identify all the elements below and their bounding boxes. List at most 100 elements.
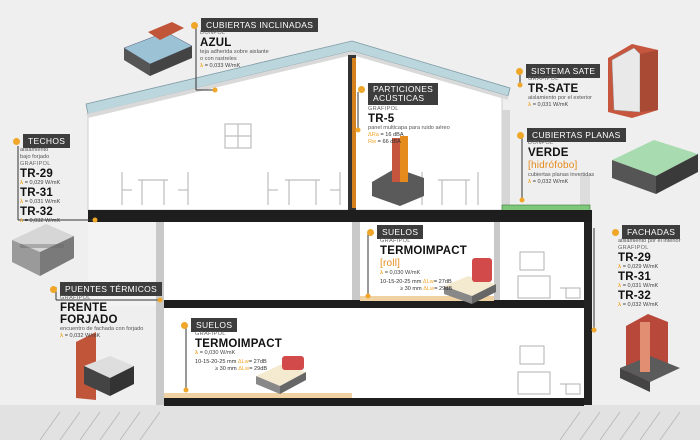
label-cubiertas-planas: CUBIERTAS PLANAS [517,128,626,142]
brand: DONPOL [200,30,226,36]
block-azul: DONPOL AZUL teja adherida sobre aislante… [200,30,288,70]
terrace-parapet [580,175,590,210]
bullet-icon [612,228,619,236]
product-name: TR-32 [20,206,53,218]
block-techos: aislamiento bajo forjado GRAFIPOL TR-29 … [20,147,100,225]
description: teja adherida sobre aislante [200,49,269,55]
tag-puentes-termicos: PUENTES TÉRMICOS [60,282,163,296]
acoustic-value: = 27dB [433,279,452,285]
bullet-icon [13,137,20,145]
roof-underside [86,51,508,118]
lambda-value: = 0,032 W/mK [24,218,61,224]
label-suelos-lower: SUELOS [181,318,238,332]
label-suelos-upper: SUELOS [367,225,424,239]
lambda-value: = 0,031 W/mK [532,102,569,108]
lambda-value: = 0,029 W/mK [622,264,659,270]
thumb-tr5 [372,136,424,206]
facade-wall-right [584,222,592,405]
product-name: TR-29 [618,252,651,264]
terrace-wall [502,110,510,210]
block-trsate: GRAFIPOL TR-SATE aislamiento por el exte… [528,76,608,109]
leader-lines [17,24,595,390]
floor-layer-roll [360,296,494,301]
label-fachadas: FACHADAS [612,225,681,239]
block-fachadas: aislamiento por el interior GRAFIPOL TR-… [618,238,698,309]
brand: GRAFIPOL [20,161,51,167]
block-tr5: GRAFIPOL TR-5 panel multicapa para ruido… [368,106,468,146]
acoustic-value: = 29dB [249,366,268,372]
thumb-verde [612,140,698,194]
thumb-fachadas [620,314,680,392]
label-puentes-termicos: PUENTES TÉRMICOS [50,282,163,296]
lambda-value: = 0,029 W/mK [24,180,61,186]
thumb-azul [123,22,193,76]
block-verde: DONPOL VERDE [hidrófobo] cubiertas plana… [528,140,618,186]
product-name: AZUL [200,37,232,49]
product-name: TR-29 [20,168,53,180]
description: aislamiento por el exterior [528,95,593,101]
block-termoimpact: GRAFIPOL TERMOIMPACT λ = 0,030 W/mK 10-1… [195,331,305,373]
lambda-value: = 0,031 W/mK [622,283,659,289]
thumb-trsate [608,44,658,118]
ground-hatch [39,411,681,440]
attic-furniture [121,123,479,205]
lambda-value: = 0,032 W/mK [532,179,569,185]
tag-suelos-lower: SUELOS [191,318,238,332]
description: o con rastreles [200,56,237,62]
bullet-icon [367,228,374,236]
brand: DONPOL [528,140,554,146]
product-name: TR-31 [20,187,53,199]
product-name: TR-31 [618,271,651,283]
brand: GRAFIPOL [618,245,649,251]
label-cubiertas-inclinadas: CUBIERTAS INCLINADAS [191,18,319,32]
tag-cubiertas-inclinadas: CUBIERTAS INCLINADAS [201,18,319,32]
tag-techos: TECHOS [23,134,71,148]
bullet-icon [516,67,523,75]
acoustic-value: = 29dB [434,286,453,292]
bullet-icon [358,86,365,93]
product-name: TERMOIMPACT [195,338,282,350]
product-name: TR-5 [368,113,395,125]
product-name: TR-32 [618,290,651,302]
ground [0,405,700,440]
brand: GRAFIPOL [380,238,411,244]
product-name: FORJADO [60,314,118,326]
description: aislamiento [20,147,49,153]
thumb-frente [76,332,134,400]
lambda-value: = 0,030 W/mK [384,270,421,276]
tag-suelos-upper: SUELOS [377,225,424,239]
tag-fachadas: FACHADAS [622,225,681,239]
lambda-value: = 0,030 W/mK [199,350,236,356]
description: encuentro de fachada con forjado [60,326,144,332]
thumb-techos [12,224,74,276]
bullet-icon [181,321,188,329]
block-frente-forjado: GRAFIPOL FRENTE FORJADO encuentro de fac… [60,295,160,340]
description: aislamiento por el interior [618,238,681,244]
lambda-value: = 0,032 W/mK [622,302,659,308]
floor-layer [164,393,352,398]
tag-cubiertas-planas: CUBIERTAS PLANAS [527,128,626,142]
brand: GRAFIPOL [528,76,559,82]
acoustic-value: = 27dB [248,359,267,365]
acoustic-panel [352,58,356,208]
description: panel multicapa para ruido aéreo [368,125,450,131]
bathroom-fixtures [517,251,581,395]
description: cubiertas planas invertidas [528,172,595,178]
facade-wall-left [156,222,164,405]
acoustic-value: = 16 dBA [378,132,404,138]
bullet-icon [50,285,57,293]
description: bajo forjado [20,154,50,160]
thumb-termo [256,356,306,394]
lambda-value: = 0,031 W/mK [24,199,61,205]
product-name: FRENTE [60,302,108,314]
product-name: VERDE [hidrófobo] [528,147,578,171]
label-sistema-sate: SISTEMA SATE [516,64,601,78]
product-name: TR-SATE [528,83,579,95]
slab-middle [164,300,584,308]
acoustic-value: = 66 dBA [376,139,401,145]
slab-upper [88,210,592,222]
slab-ground [164,398,584,406]
bullet-icon [517,131,524,139]
